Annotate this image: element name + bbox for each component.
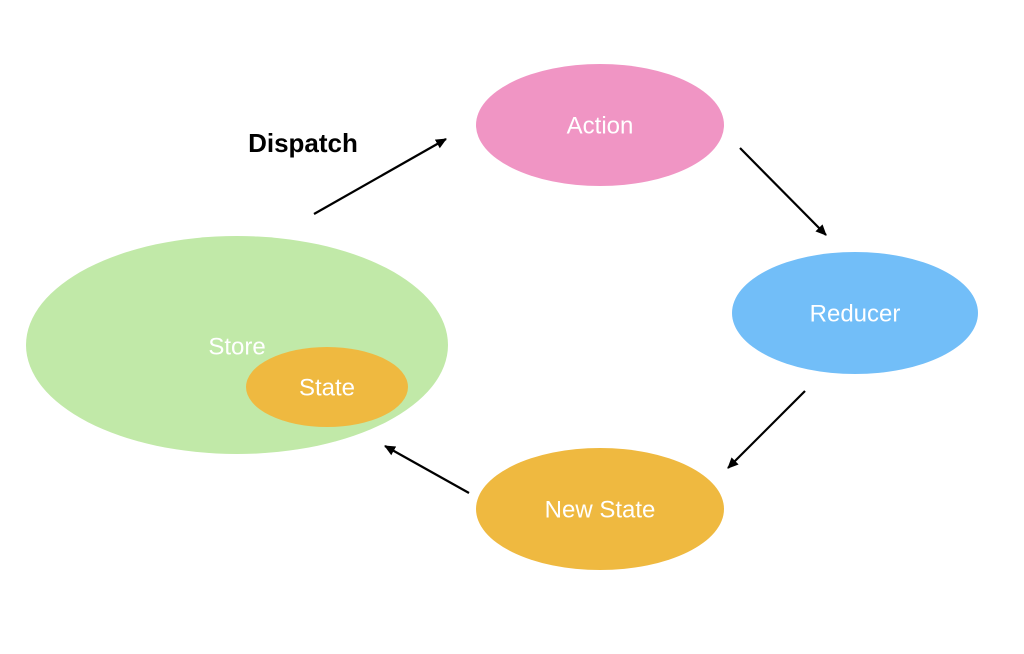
store-node: Store: [26, 236, 448, 454]
new-state-node: New State: [476, 448, 724, 570]
arrow-store-to-action: [313, 138, 447, 215]
reducer-label: Reducer: [810, 301, 901, 328]
arrow-reducer-to-new-state: [727, 390, 806, 469]
dispatch-label: Dispatch: [248, 128, 358, 158]
action-node: Action: [476, 64, 724, 186]
store-label: Store: [208, 334, 265, 361]
arrow-action-to-reducer: [739, 147, 827, 236]
arrow-new-state-to-store: [384, 445, 470, 494]
action-label: Action: [567, 113, 634, 140]
state-node: State: [246, 347, 408, 427]
action-shape: [476, 64, 724, 186]
state-shape: [246, 347, 408, 427]
new-state-shape: [476, 448, 724, 570]
reducer-node: Reducer: [732, 252, 978, 374]
new-state-label: New State: [545, 497, 656, 524]
state-label: State: [299, 375, 355, 402]
reducer-shape: [732, 252, 978, 374]
